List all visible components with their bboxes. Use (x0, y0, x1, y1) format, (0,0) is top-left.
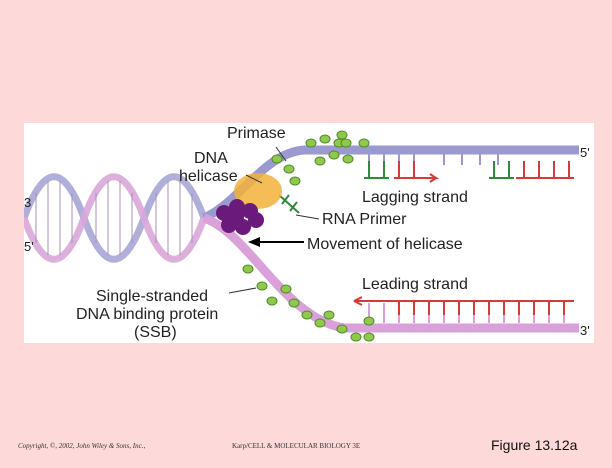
lagging-strand-bases (364, 154, 574, 183)
ssb-label-1: Single-stranded (96, 288, 208, 305)
copyright-text: Copyright, ©, 2002, John Wiley & Sons, I… (18, 442, 146, 450)
primase-enzyme (234, 173, 282, 209)
movement-of-helicase-label: Movement of helicase (307, 236, 463, 253)
five-prime-top-label: 5' (580, 145, 590, 160)
double-helix (24, 173, 208, 263)
leading-strand-bases (353, 296, 574, 323)
movement-arrow (248, 237, 304, 247)
five-prime-left-label: 5' (24, 239, 34, 254)
leading-template-strand (202, 213, 579, 333)
book-title-text: Karp/CELL & MOLECULAR BIOLOGY 3E (232, 442, 361, 450)
lagging-strand-label: Lagging strand (362, 189, 468, 206)
three-prime-bottom-label: 3' (580, 323, 590, 338)
diagram-canvas: Primase DNA helicase Lagging strand RNA … (24, 125, 590, 342)
replication-fork-diagram: Primase DNA helicase Lagging strand RNA … (24, 123, 594, 343)
dna-helicase-label-2: helicase (179, 168, 238, 185)
helicase-enzyme (216, 199, 264, 235)
figure-number: Figure 13.12a (491, 437, 578, 453)
three-prime-left-label: 3 (24, 195, 31, 210)
primase-label: Primase (227, 125, 286, 142)
dna-helicase-label-1: DNA (194, 150, 228, 167)
ssb-label-2: DNA binding protein (76, 306, 218, 323)
leader-lines (228, 146, 320, 294)
rna-primer-label: RNA Primer (322, 211, 407, 228)
ssb-proteins (242, 130, 375, 342)
leading-strand-label: Leading strand (362, 276, 468, 293)
rna-primer-mark (278, 194, 300, 214)
ssb-label-3: (SSB) (134, 324, 177, 341)
